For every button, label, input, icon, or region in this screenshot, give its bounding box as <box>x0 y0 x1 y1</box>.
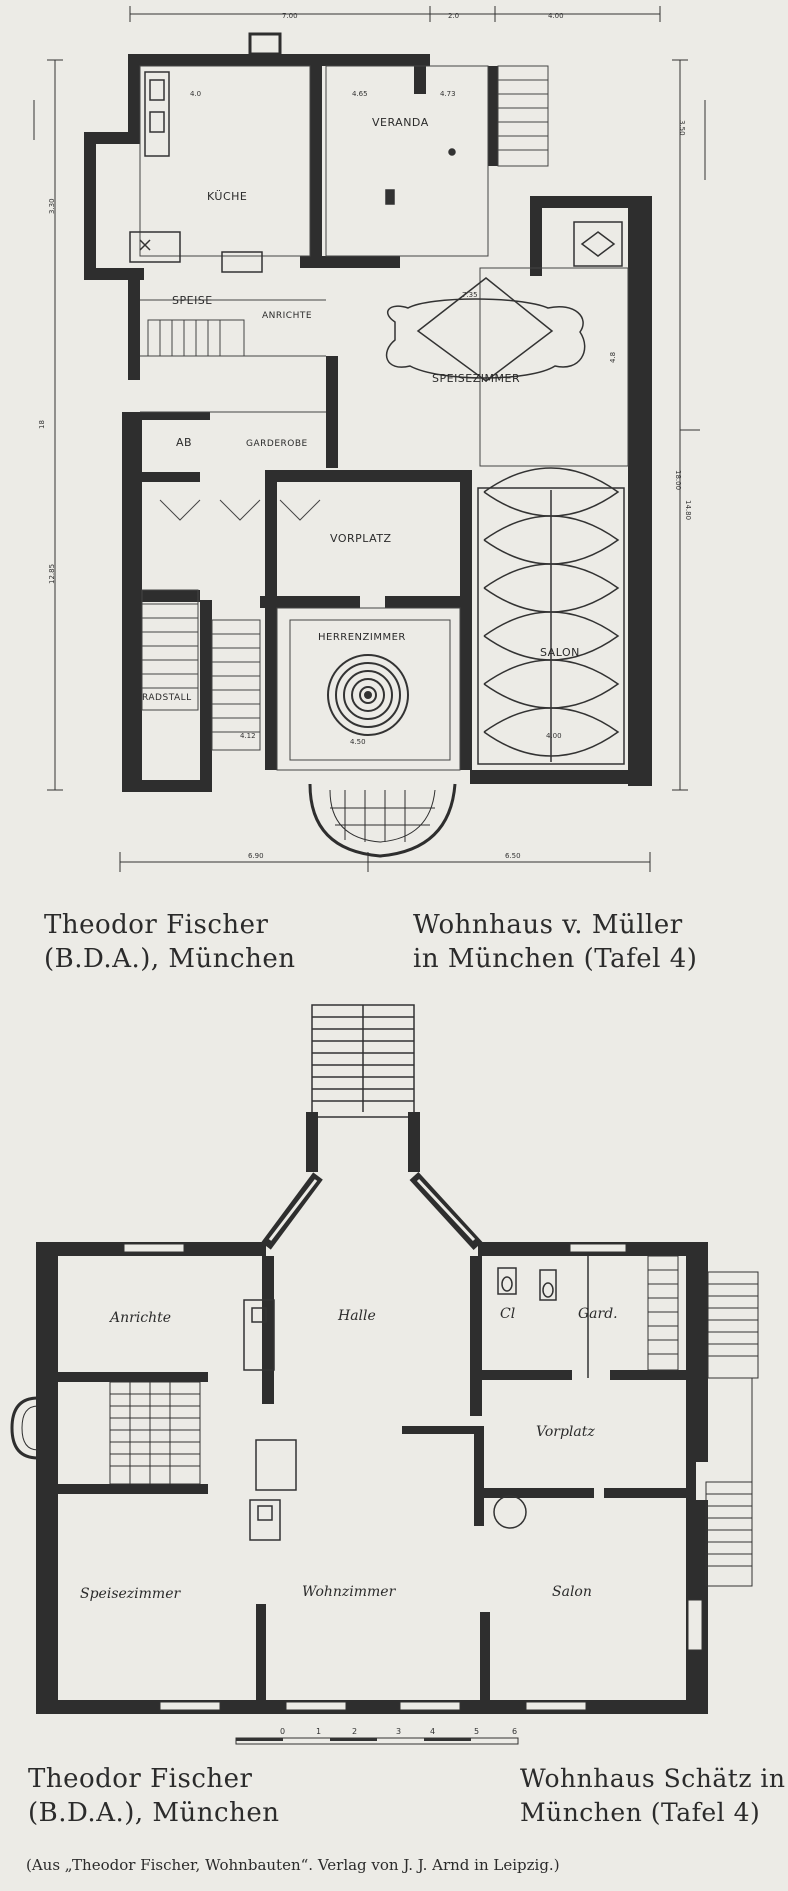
dim-d6: 4.50 <box>350 738 366 746</box>
caption-architect-1: Theodor Fischer (B.D.A.), München <box>44 908 295 976</box>
diagonal-walls-inner <box>268 1178 476 1242</box>
entrance-stair <box>311 1004 415 1118</box>
bay-window <box>308 783 457 858</box>
dim-d8: 4.12 <box>240 732 256 740</box>
room-label-gard: Gard. <box>578 1306 618 1322</box>
dim-left-total: 18 <box>38 420 46 429</box>
scale-label-2: 2 <box>352 1727 357 1736</box>
caption-architect-2-line-2: (B.D.A.), München <box>28 1798 280 1828</box>
room-label-vorplatz-2: Vorplatz <box>536 1424 595 1440</box>
dim-right-b: 14.80 <box>684 500 692 520</box>
scale-label-6: 6 <box>512 1727 517 1736</box>
scale-bar <box>235 1737 519 1745</box>
room-label-salon-2: Salon <box>552 1584 592 1600</box>
caption-house-1-line-2: in München (Tafel 4) <box>413 944 698 974</box>
dining-table <box>385 277 586 382</box>
room-label-radstall: RADSTALL <box>142 693 192 703</box>
study-rug <box>327 654 409 736</box>
dim-d9: 3.30 <box>48 198 56 214</box>
fixtures <box>243 1256 589 1541</box>
dim-d7: 4.00 <box>546 732 562 740</box>
room-label-ab: AB <box>176 436 192 449</box>
scale-label-5: 5 <box>474 1727 479 1736</box>
caption-house-1: Wohnhaus v. Müller in München (Tafel 4) <box>413 908 697 976</box>
scale-label-3: 3 <box>396 1727 401 1736</box>
dim-d5: 4.8 <box>609 352 617 363</box>
dim-d4: 7.35 <box>462 291 478 299</box>
room-label-wohnzimmer: Wohnzimmer <box>302 1584 397 1600</box>
dim-d1: 4.0 <box>190 90 201 98</box>
dim-left-b: 12.85 <box>48 564 56 584</box>
room-label-cl: Cl <box>500 1306 515 1322</box>
room-label-garderobe: GARDEROBE <box>246 439 308 449</box>
floor-lines <box>139 65 629 771</box>
room-label-speisezimmer-2: Speisezimmer <box>80 1586 181 1602</box>
caption-house-2-line-1: Wohnhaus Schätz in <box>520 1764 786 1793</box>
room-label-kueche: KÜCHE <box>207 190 247 203</box>
scale-label-0: 0 <box>280 1727 285 1736</box>
source-citation: (Aus „Theodor Fischer, Wohnbauten“. Verl… <box>26 1856 560 1874</box>
dim-top-a: 7.00 <box>282 12 298 20</box>
walls <box>84 32 652 792</box>
dim-top-c: 4.00 <box>548 12 564 20</box>
kitchen-fixtures <box>129 71 263 273</box>
room-label-salon: SALON <box>540 646 580 659</box>
dim-bottom-a: 6.90 <box>248 852 264 860</box>
caption-architect-1-line-2: (B.D.A.), München <box>44 944 296 974</box>
caption-house-2: Wohnhaus Schätz in München (Tafel 4) <box>520 1762 786 1830</box>
dim-right-total: 18.00 <box>674 470 682 490</box>
room-label-herrenzimmer: HERRENZIMMER <box>318 632 406 643</box>
dim-d3: 4.73 <box>440 90 456 98</box>
dim-bottom-b: 6.50 <box>505 852 521 860</box>
stairs <box>141 65 549 751</box>
dim-d2: 4.65 <box>352 90 368 98</box>
room-label-halle: Halle <box>337 1308 376 1324</box>
windows <box>123 1243 703 1711</box>
caption-architect-2-line-1: Theodor Fischer <box>28 1764 253 1794</box>
scale-label-1: 1 <box>316 1727 321 1736</box>
room-label-anrichte-2: Anrichte <box>108 1310 171 1326</box>
caption-architect-1-line-1: Theodor Fischer <box>44 910 269 940</box>
stairs <box>109 1255 759 1587</box>
dim-d10: 3.50 <box>678 120 686 136</box>
room-label-veranda: VERANDA <box>372 116 429 129</box>
dimension-lines <box>33 6 706 872</box>
floor-plan-mueller: 7.00 2.0 4.00 18 18.00 12.85 14.80 6.90 … <box>33 6 706 872</box>
room-label-vorplatz: VORPLATZ <box>330 532 392 545</box>
caption-house-1-line-1: Wohnhaus v. Müller <box>413 910 683 940</box>
caption-house-2-line-2: München (Tafel 4) <box>520 1798 761 1827</box>
caption-architect-2: Theodor Fischer (B.D.A.), München <box>28 1762 279 1830</box>
bay-window <box>10 1396 39 1460</box>
veranda-box <box>385 148 623 267</box>
salon-ceiling <box>477 467 625 765</box>
scale-label-4: 4 <box>430 1727 435 1736</box>
dim-top-b: 2.0 <box>448 12 459 20</box>
floor-plan-schaetz: Anrichte Halle Cl Gard. Vorplatz Speisez… <box>10 1004 759 1745</box>
walls <box>36 1112 708 1714</box>
room-label-speisezimmer: SPEISEZIMMER <box>432 372 520 385</box>
room-label-speise: SPEISE <box>172 294 213 307</box>
room-label-anrichte: ANRICHTE <box>262 311 312 321</box>
